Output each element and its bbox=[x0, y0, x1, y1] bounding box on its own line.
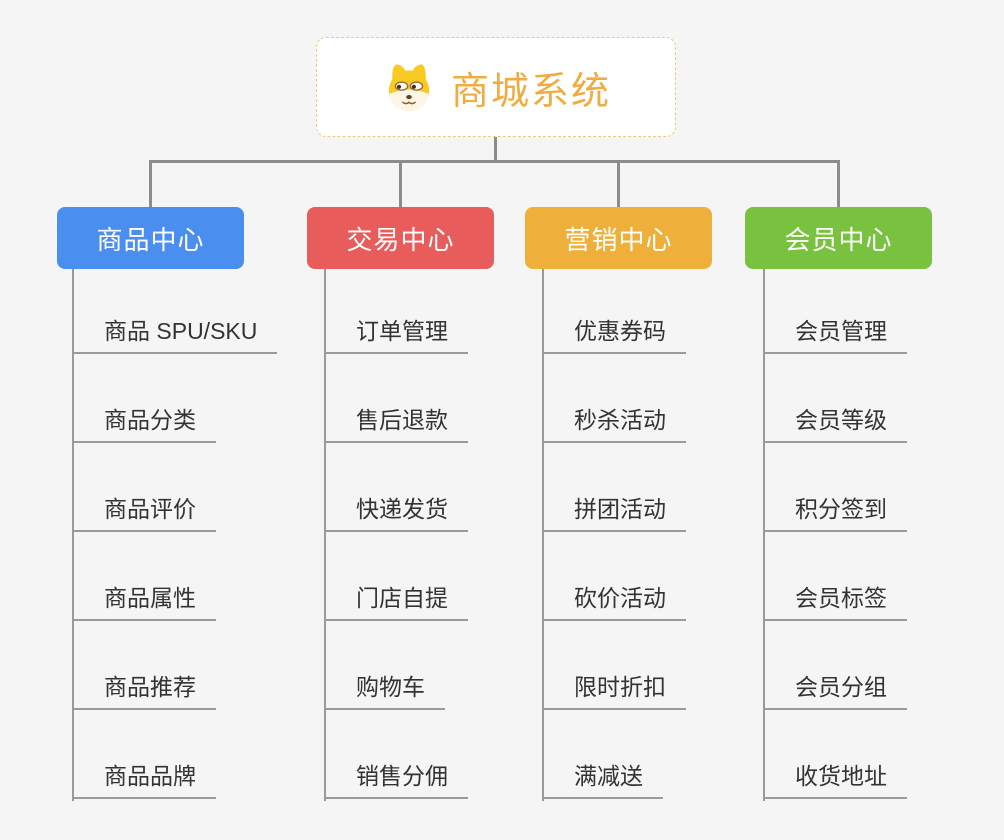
leaf-node[interactable]: 商品品牌 bbox=[72, 759, 216, 799]
leaf-node[interactable]: 会员分组 bbox=[763, 670, 907, 710]
connector-trunk-branch3 bbox=[542, 269, 544, 801]
connector-trunk-branch1 bbox=[72, 269, 74, 801]
leaf-node[interactable]: 商品属性 bbox=[72, 581, 216, 621]
connector-stub-branch4 bbox=[837, 160, 840, 208]
branch-header-marketing-center[interactable]: 营销中心 bbox=[525, 207, 712, 269]
root-title: 商城系统 bbox=[450, 70, 611, 113]
leaf-node[interactable]: 限时折扣 bbox=[542, 670, 686, 710]
leaf-node[interactable]: 商品 SPU/SKU bbox=[72, 314, 278, 354]
leaf-node[interactable]: 拼团活动 bbox=[542, 492, 686, 532]
leaf-node[interactable]: 会员管理 bbox=[763, 314, 907, 354]
connector-trunk-branch2 bbox=[324, 269, 326, 801]
connector-trunk-branch4 bbox=[763, 269, 765, 801]
connector-stub-branch1 bbox=[149, 160, 152, 208]
connector-stub-branch2 bbox=[399, 160, 402, 208]
leaf-node[interactable]: 订单管理 bbox=[324, 314, 468, 354]
leaf-node[interactable]: 优惠券码 bbox=[542, 314, 686, 354]
dog-face-icon bbox=[381, 59, 437, 115]
leaf-node[interactable]: 销售分佣 bbox=[324, 759, 468, 799]
leaf-node[interactable]: 砍价活动 bbox=[542, 581, 686, 621]
root-node[interactable]: 商城系统 bbox=[316, 37, 676, 137]
leaf-node[interactable]: 商品分类 bbox=[72, 403, 216, 443]
leaf-node[interactable]: 满减送 bbox=[542, 759, 663, 799]
leaf-node[interactable]: 快递发货 bbox=[324, 492, 468, 532]
leaf-node[interactable]: 会员标签 bbox=[763, 581, 907, 621]
leaf-node[interactable]: 售后退款 bbox=[324, 403, 468, 443]
leaf-node[interactable]: 秒杀活动 bbox=[542, 403, 686, 443]
branch-header-member-center[interactable]: 会员中心 bbox=[745, 207, 932, 269]
leaf-node[interactable]: 门店自提 bbox=[324, 581, 468, 621]
leaf-node[interactable]: 商品推荐 bbox=[72, 670, 216, 710]
leaf-node[interactable]: 商品评价 bbox=[72, 492, 216, 532]
branch-header-trade-center[interactable]: 交易中心 bbox=[307, 207, 494, 269]
leaf-node[interactable]: 收货地址 bbox=[763, 759, 907, 799]
leaf-node[interactable]: 购物车 bbox=[324, 670, 445, 710]
leaf-node[interactable]: 会员等级 bbox=[763, 403, 907, 443]
connector-stub-branch3 bbox=[617, 160, 620, 208]
connector-root-stem bbox=[494, 136, 497, 162]
leaf-node[interactable]: 积分签到 bbox=[763, 492, 907, 532]
connector-bus bbox=[149, 160, 840, 163]
branch-header-product-center[interactable]: 商品中心 bbox=[57, 207, 244, 269]
